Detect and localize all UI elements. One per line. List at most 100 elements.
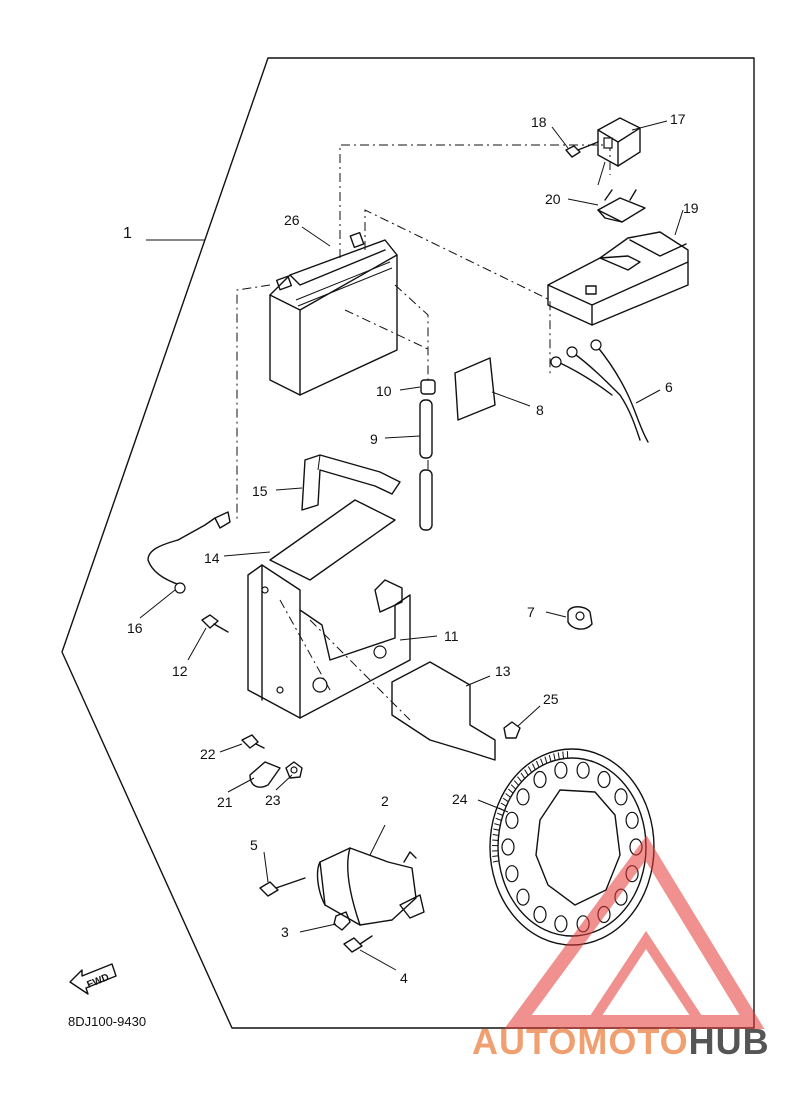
callout-24: 24 [452,791,468,807]
starter-relay [597,117,641,186]
leader-lines [139,120,684,971]
callout-23: 23 [265,792,281,808]
gear-tooth [553,753,556,761]
callout-19: 19 [683,200,699,216]
callout-6: 6 [665,379,673,395]
callout-1: 1 [123,225,132,242]
gear-tooth [500,802,507,807]
callout-18: 18 [531,114,547,130]
callout-21: 21 [217,794,233,810]
gear-tooth [524,769,529,776]
gear-tooth [507,788,514,794]
clamp-21 [249,761,281,788]
watermark-text: AUTOMOTOHUB [472,1021,770,1062]
watermark-text-main: AUTOMOTO [472,1021,689,1062]
disc-hole [554,761,568,779]
fwd-label: FWD [86,972,111,991]
disc-hole [501,838,515,856]
fwd-arrow-icon: FWD [69,963,117,995]
watermark-text-secondary: HUB [689,1021,770,1062]
gear-tooth [535,760,540,768]
callout-4: 4 [400,970,408,986]
nut-23 [285,761,303,779]
clamp-7 [567,606,593,630]
bolt-25 [503,721,521,739]
disc-hole [505,811,519,829]
battery-pad [454,357,496,421]
dash-relay [339,144,611,258]
assembly-frame [61,57,755,1029]
nut-10 [420,379,436,395]
battery [269,231,398,396]
disc-hole [516,788,530,806]
negative-lead [147,511,231,594]
bolt-4 [343,935,373,953]
wire-harness [550,339,649,443]
callout-12: 12 [172,663,188,679]
disc-hole [533,770,547,789]
gear-tooth [520,772,526,779]
gear-tooth [544,756,548,764]
battery-box [247,564,411,721]
dash-to-nut [394,284,429,380]
bolt-5 [259,877,306,897]
callout-16: 16 [127,620,143,636]
relay-bracket [597,189,646,223]
callout-10: 10 [376,383,392,399]
gear-tooth [492,860,499,863]
disc-hole [625,811,639,829]
callout-25: 25 [543,691,559,707]
gear-tooth [557,752,560,760]
callout-2: 2 [381,793,389,809]
fuse-box [547,231,689,326]
callout-7: 7 [527,604,535,620]
callout-11: 11 [444,628,459,644]
rod-9 [419,399,433,531]
disc-hole [576,761,590,779]
gear-tooth [513,780,519,786]
callout-22: 22 [200,746,216,762]
disc-hole [614,788,628,806]
callout-5: 5 [250,837,258,853]
disc-hole [533,905,547,924]
gear-tooth [531,763,536,770]
cover-13 [391,661,496,761]
gear-tooth [505,793,511,798]
gear-tooth [502,797,509,803]
gear-tooth [517,776,522,783]
gear-tooth [492,855,499,857]
gear-tooth [548,754,552,762]
starter-motor [316,847,425,926]
disc-hole [554,915,568,933]
gear-tooth [510,784,517,790]
gear-tooth [562,751,564,759]
gear-tooth [492,834,499,836]
gear-tooth [493,828,500,831]
disc-hole [505,865,519,883]
relay-bolt [565,141,599,158]
gear-tooth [495,817,502,821]
nut-3 [333,911,351,931]
callout-14: 14 [204,550,220,566]
part-code: 8DJ100-9430 [68,1014,146,1029]
dash-fuse [364,209,551,375]
callout-26: 26 [284,212,300,228]
gear-tooth [494,823,501,826]
gear-tooth [492,839,499,841]
bolt-12 [201,614,229,633]
battery-band [301,454,401,511]
dash-to-pad [344,309,431,351]
disc-hole [516,888,530,906]
starter-disc [489,748,655,946]
callout-20: 20 [545,191,561,207]
disc-hole [597,770,611,789]
gear-tooth [497,812,503,816]
callout-8: 8 [536,402,544,418]
rubber-sheet [269,499,396,581]
watermark-logo-icon [504,835,765,1029]
callout-13: 13 [495,663,511,679]
callout-15: 15 [252,483,268,499]
dash-battery-left [236,284,271,520]
